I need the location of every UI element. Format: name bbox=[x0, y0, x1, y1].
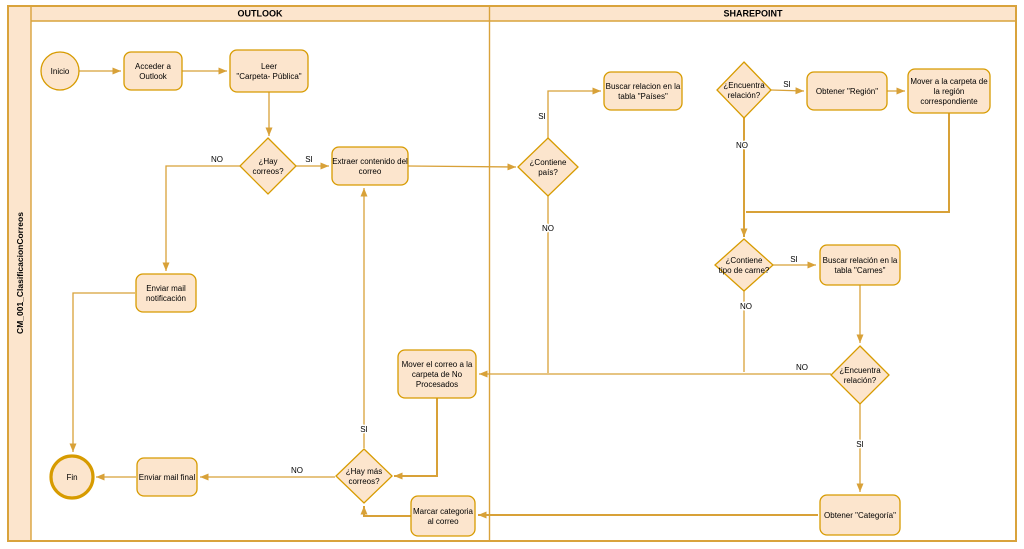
edge-hay-mas-si: SI bbox=[359, 188, 369, 448]
node-label-fin: Fin bbox=[66, 473, 77, 482]
lane-header-band bbox=[31, 6, 1016, 21]
pool-border bbox=[7, 5, 1017, 542]
edge-label-encuentra2-si: SI bbox=[856, 440, 864, 449]
node-label-leer-carpeta-publica: Leer"Carpeta- Pública" bbox=[236, 62, 301, 81]
edge-label-hay-mas-no: NO bbox=[291, 466, 303, 475]
edge-encuentra2-si: SI bbox=[855, 404, 865, 492]
edge-extraer-to-contiene-pais bbox=[407, 163, 517, 171]
edge-encuentra1-si: SI bbox=[770, 79, 805, 95]
node-enviar-mail-final: Enviar mail final bbox=[136, 457, 198, 497]
edge-contiene-carne-si: SI bbox=[773, 254, 816, 269]
edge-label-contiene-pais-no: NO bbox=[542, 224, 554, 233]
edge-notificacion-to-fin bbox=[69, 292, 135, 452]
edge-hay-mas-no: NO bbox=[200, 465, 335, 481]
edge-no-procesados-to-hay-mas bbox=[394, 398, 438, 480]
edge-contiene-pais-si: SI bbox=[537, 87, 601, 138]
edge-contiene-carne-no: NO bbox=[739, 291, 754, 372]
node-obtener-region: Obtener "Región" bbox=[806, 71, 888, 111]
edge-label-contiene-pais-si: SI bbox=[538, 112, 546, 121]
node-label-obtener-categoria: Obtener "Categoría" bbox=[824, 511, 896, 520]
node-fin: Fin bbox=[49, 454, 95, 500]
lane-header-sharepoint: SHAREPOINT bbox=[723, 9, 783, 19]
edge-encuentra1-no: NO bbox=[735, 118, 750, 237]
node-label-enviar-mail-final: Enviar mail final bbox=[139, 473, 196, 482]
edge-label-hay-correos-no: NO bbox=[211, 155, 223, 164]
edge-label-encuentra2-no: NO bbox=[796, 363, 808, 372]
edge-marcar-to-hay-mas bbox=[360, 506, 411, 517]
edge-encuentra2-no: NO bbox=[479, 362, 831, 378]
edge-label-contiene-carne-si: SI bbox=[790, 255, 798, 264]
edges-layer: SI NO SI NO SI NO SI NO NO SI SI NO bbox=[69, 67, 950, 519]
edge-hay-correos-no: NO bbox=[162, 154, 240, 271]
node-label-inicio: Inicio bbox=[51, 67, 70, 76]
pool-frame: CM_001_ClasificacionCorreos OUTLOOK SHAR… bbox=[7, 5, 1017, 542]
edge-hay-correos-si: SI bbox=[296, 154, 329, 170]
edge-label-contiene-carne-no: NO bbox=[740, 302, 752, 311]
edge-label-encuentra1-si: SI bbox=[783, 80, 791, 89]
node-leer-carpeta-publica: Leer"Carpeta- Pública" bbox=[229, 49, 309, 93]
edge-label-hay-correos-si: SI bbox=[305, 155, 313, 164]
edge-contiene-pais-no: NO bbox=[541, 196, 556, 373]
edge-mover-region-elbow bbox=[746, 113, 950, 213]
pool-title: CM_001_ClasificacionCorreos bbox=[15, 212, 25, 334]
node-inicio: Inicio bbox=[40, 51, 80, 91]
edge-label-encuentra1-no: NO bbox=[736, 141, 748, 150]
edge-label-hay-mas-si: SI bbox=[360, 425, 368, 434]
lane-header-outlook: OUTLOOK bbox=[238, 9, 283, 19]
node-label-obtener-region: Obtener "Región" bbox=[816, 87, 878, 96]
node-obtener-categoria: Obtener "Categoría" bbox=[819, 494, 901, 536]
pool-title-strip bbox=[8, 6, 31, 541]
